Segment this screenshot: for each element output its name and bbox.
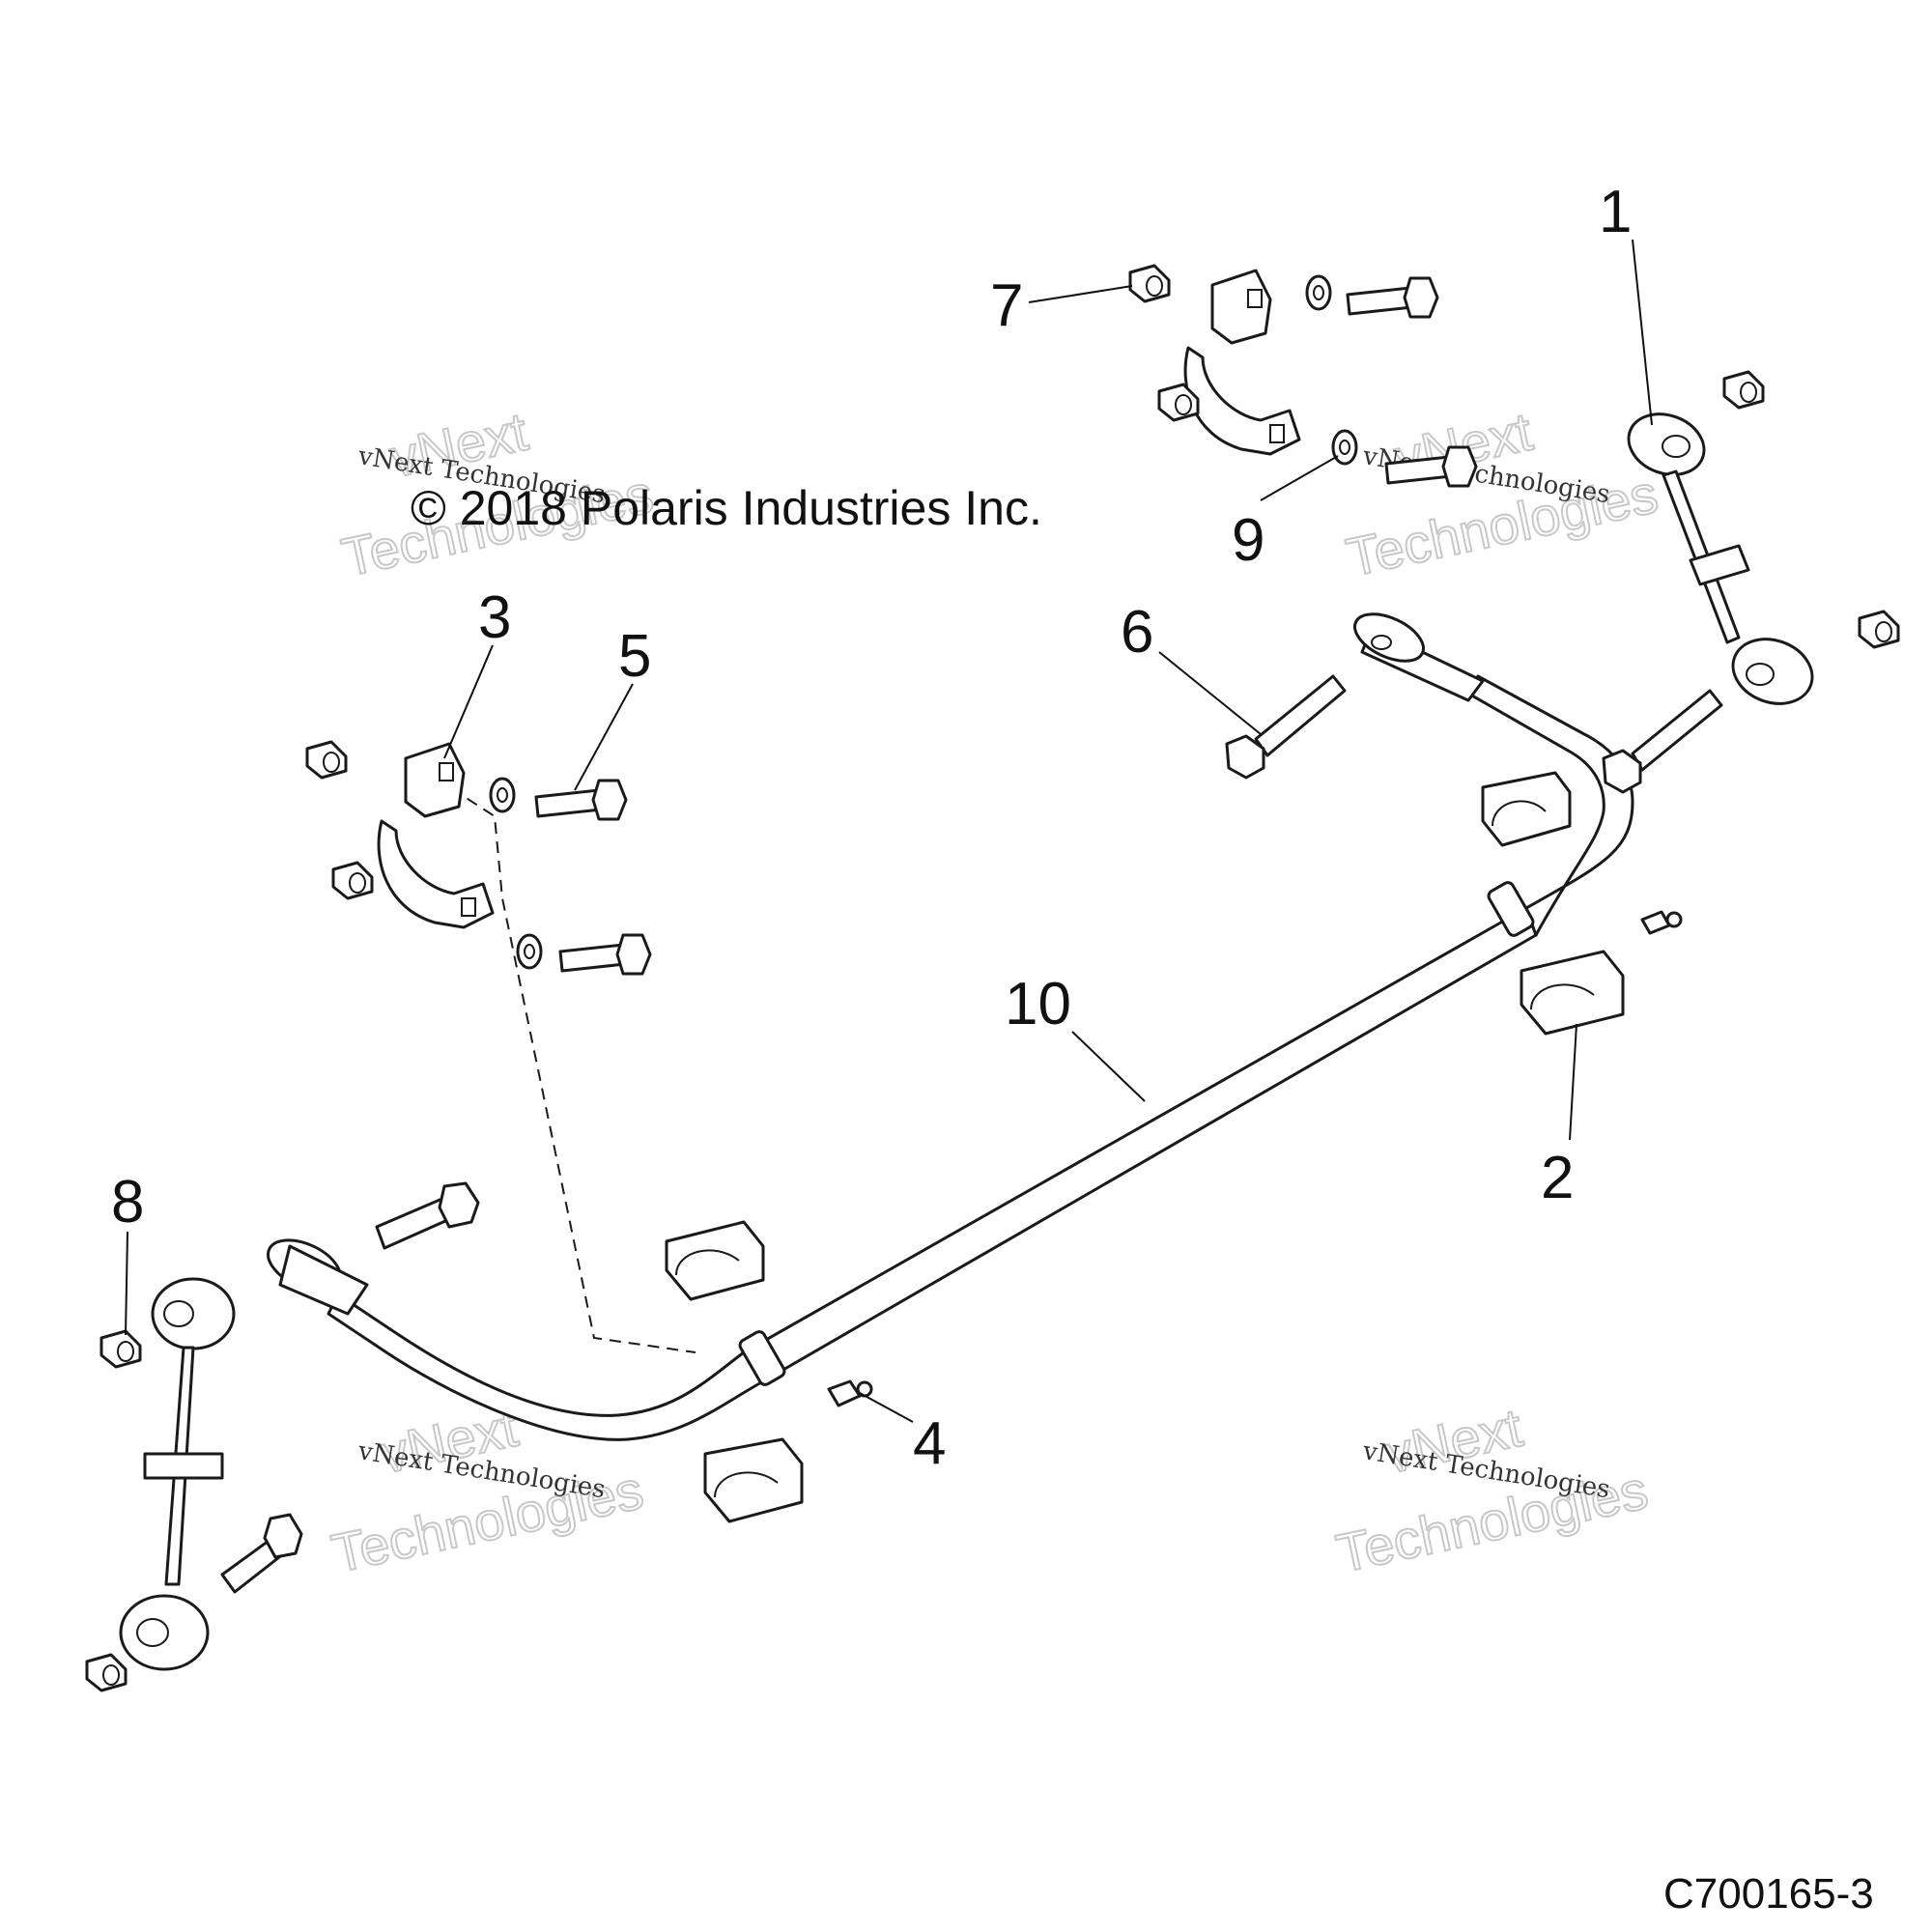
callout-label-3: 3 (478, 584, 511, 651)
callout-4: 4 (859, 1392, 946, 1477)
bolt-5-lower (558, 933, 652, 976)
bracket-left (377, 742, 495, 929)
nut-8-lower (85, 1653, 128, 1692)
nut-left-bracket-lower (331, 861, 374, 900)
callout-6: 6 (1121, 599, 1262, 735)
callout-9: 9 (1232, 455, 1339, 574)
bushing-bottom (703, 1437, 804, 1523)
callout-10: 10 (1005, 971, 1146, 1102)
stabilizer-bar (267, 612, 1634, 1441)
copyright-text: © 2018 Polaris Industries Inc. (411, 481, 1042, 535)
washers (489, 274, 1358, 970)
alignment-dashed-line (434, 777, 696, 1353)
nut-8-upper (99, 1329, 142, 1369)
callout-5: 5 (574, 623, 651, 791)
nut-right-lower (1858, 610, 1900, 649)
callout-label-1: 1 (1599, 179, 1632, 245)
nut-upper-bracket (1157, 383, 1200, 422)
end-link-right (1627, 412, 1814, 705)
callout-label-7: 7 (990, 272, 1023, 339)
callout-1: 1 (1599, 179, 1653, 426)
bolt-upper-bracket-2 (1384, 445, 1478, 488)
bracket-upper (1183, 269, 1301, 456)
nut-left-bracket-upper (305, 740, 348, 780)
callout-8: 8 (111, 1169, 144, 1336)
nut-right-upper (1722, 370, 1765, 410)
bushing-lower-right (1520, 950, 1625, 1036)
callout-label-9: 9 (1232, 507, 1264, 574)
bolt-lower-left (375, 1181, 480, 1250)
bushing-upper-right (1481, 771, 1572, 847)
callout-3: 3 (443, 584, 511, 759)
bushing-middle-left (665, 1220, 765, 1301)
callout-label-4: 4 (913, 1410, 946, 1477)
callout-2: 2 (1541, 1023, 1577, 1211)
bolt-upper-bracket (1346, 276, 1439, 319)
callout-label-2: 2 (1541, 1145, 1574, 1211)
callout-7: 7 (990, 272, 1133, 339)
grease-fitting-left (827, 1379, 873, 1407)
callout-label-10: 10 (1005, 971, 1071, 1037)
bolt-link-lower-left (220, 1513, 303, 1594)
callout-label-6: 6 (1121, 599, 1153, 666)
callout-label-5: 5 (618, 623, 651, 690)
callout-label-8: 8 (111, 1169, 144, 1236)
nut-7 (1128, 264, 1171, 303)
bolt-6 (1225, 674, 1347, 780)
bolt-link-upper-right (1602, 689, 1723, 794)
end-link-left (119, 1277, 236, 1671)
grease-fitting-right (1640, 910, 1683, 935)
drawing-number: C700165-3 (1663, 1870, 1874, 1918)
bolt-5-upper (534, 779, 628, 821)
